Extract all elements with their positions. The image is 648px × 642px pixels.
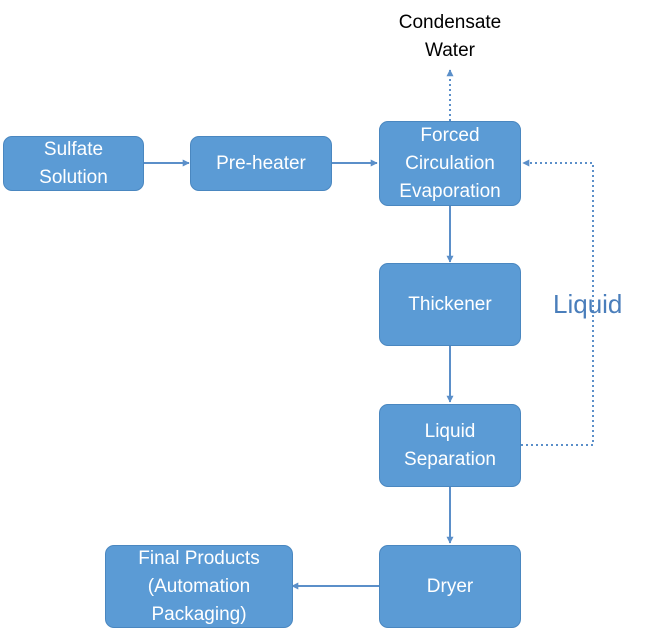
node-final-products-line-2: (Automation — [147, 575, 251, 597]
node-evaporation-line-1: Forced — [420, 124, 480, 146]
node-separation-line-1: Liquid — [424, 420, 476, 442]
node-forced-circulation-evaporation: Forced Circulation Evaporation — [379, 121, 521, 206]
node-liquid-separation: Liquid Separation — [379, 404, 521, 487]
node-dryer: Dryer — [379, 545, 521, 628]
condensate-line-2: Water — [425, 40, 475, 61]
node-dryer-line-1: Dryer — [426, 575, 474, 597]
node-evaporation-line-3: Evaporation — [399, 180, 501, 202]
node-sulfate-solution: Sulfate Solution — [3, 136, 144, 191]
node-evaporation-line-2: Circulation — [405, 152, 495, 174]
node-preheater-line-1: Pre-heater — [216, 152, 306, 174]
condensate-line-1: Condensate — [398, 12, 502, 33]
node-thickener: Thickener — [379, 263, 521, 346]
node-thickener-line-1: Thickener — [408, 293, 492, 315]
node-separation-line-2: Separation — [404, 448, 496, 470]
node-preheater: Pre-heater — [190, 136, 332, 191]
node-sulfate-solution-line-2: Solution — [39, 166, 108, 188]
condensate-water-label: Condensate Water — [380, 9, 520, 65]
node-final-products: Final Products (Automation Packaging) — [105, 545, 293, 628]
liquid-return-label: Liquid — [553, 289, 623, 319]
node-final-products-line-1: Final Products — [138, 547, 260, 569]
node-final-products-line-3: Packaging) — [151, 603, 247, 625]
node-sulfate-solution-line-1: Sulfate — [43, 138, 104, 160]
edge-liquid-return-loop — [521, 159, 594, 446]
